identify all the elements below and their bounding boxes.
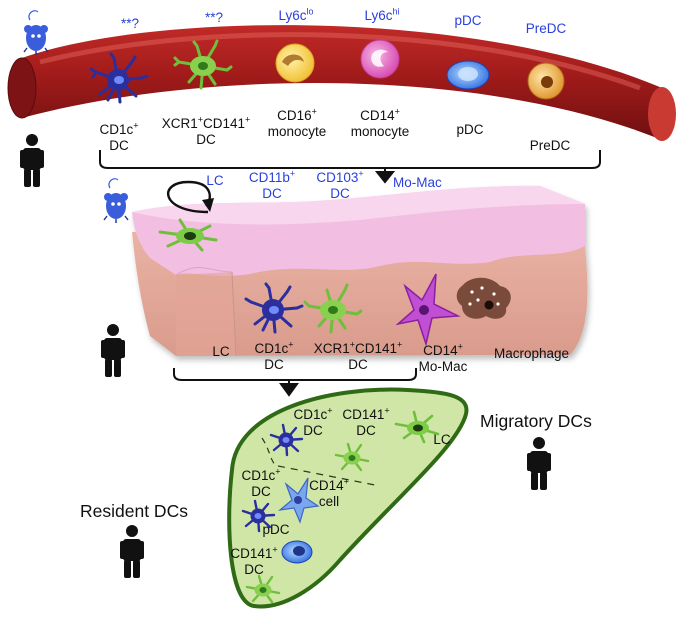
ln-label-cd141-bottom: CD141+DC (230, 544, 278, 577)
human-icon (120, 525, 144, 578)
mouse-label-pdc: pDC (454, 13, 482, 28)
ln-label-cd1c-top: CD1c+DC (293, 405, 333, 438)
tissue-label-lc: LC (212, 344, 230, 359)
tissue-label-macrophage: Macrophage (494, 346, 570, 361)
cd16-monocyte-icon (275, 43, 315, 83)
ln-lc-icon (394, 410, 440, 444)
tissue-mouse-label-momac: Mo-Mac (393, 175, 442, 190)
ln-label-cd141-top: CD141+DC (342, 405, 390, 438)
dermal-macrophage-icon (456, 277, 511, 319)
resident-dcs-label: Resident DCs (80, 501, 188, 521)
pdc-icon (446, 60, 490, 90)
human-icon (527, 437, 551, 490)
blood-label-pdc: pDC (456, 122, 484, 137)
tissue-mouse-label-lc: LC (206, 173, 224, 188)
ln-cd14-cell-icon (277, 477, 320, 524)
mouse-label-ast1: **? (120, 16, 139, 31)
predc-icon (527, 62, 565, 100)
migratory-dcs-label: Migratory DCs (480, 411, 592, 431)
blood-label-predc: PreDC (529, 138, 571, 153)
mouse-icon (103, 178, 129, 223)
skin-tissue (132, 185, 588, 357)
epidermis-lc-icon (158, 218, 218, 252)
dermal-momac-icon (395, 273, 461, 347)
mouse-label-ly6c-hi: Ly6chi (364, 6, 400, 23)
ln-label-cd1c-bottom: CD1c+DC (241, 466, 281, 499)
blood-label-cd14-monocyte: CD14+monocyte (350, 106, 410, 139)
blood-bracket (99, 150, 601, 184)
mouse-icon (23, 10, 49, 55)
mouse-label-ly6c-lo: Ly6clo (278, 6, 314, 23)
human-icon (20, 134, 44, 187)
tissue-label-cd14-momac: CD14+Mo-Mac (418, 341, 468, 374)
blood-label-cd16-monocyte: CD16+monocyte (267, 106, 327, 139)
ln-cd1c-dc-top-icon (269, 423, 304, 457)
blood-label-xcr1-dc: XCR1+CD141+DC (161, 114, 251, 147)
tissue-label-xcr1-dc: XCR1+CD141+DC (313, 339, 403, 372)
ln-cd1c-dc-bottom-icon (241, 499, 276, 533)
dermal-cd1c-dc-icon (244, 282, 304, 334)
blood-label-cd1c-dc: CD1c+DC (99, 120, 139, 153)
tissue-mouse-label-cd11b-dc: CD11b+DC (248, 168, 296, 201)
dermal-xcr1-dc-icon (303, 283, 363, 334)
tissue-bracket (173, 368, 417, 397)
xcr1-dc-icon (173, 39, 233, 90)
ln-cd141-dc-top-icon (334, 442, 370, 472)
ln-label-cd14-cell: CD14+cell (309, 476, 349, 509)
ln-cd141-dc-bottom-icon (245, 574, 281, 604)
ln-pdc-icon (281, 540, 313, 564)
mouse-label-predc: PreDC (525, 21, 567, 36)
ln-label-lc: LC (433, 432, 451, 447)
ln-label-pdc: pDC (262, 522, 290, 537)
tissue-label-cd1c-dc: CD1c+DC (254, 339, 294, 372)
human-icon (101, 324, 125, 377)
cd14-monocyte-icon (360, 39, 400, 79)
self-renewal-arrow-icon (167, 180, 214, 214)
blood-vessel (7, 25, 676, 141)
cd1c-dc-icon (89, 52, 149, 104)
tissue-mouse-label-cd103-dc: CD103+DC (316, 168, 364, 201)
mouse-label-ast2: **? (204, 10, 223, 25)
